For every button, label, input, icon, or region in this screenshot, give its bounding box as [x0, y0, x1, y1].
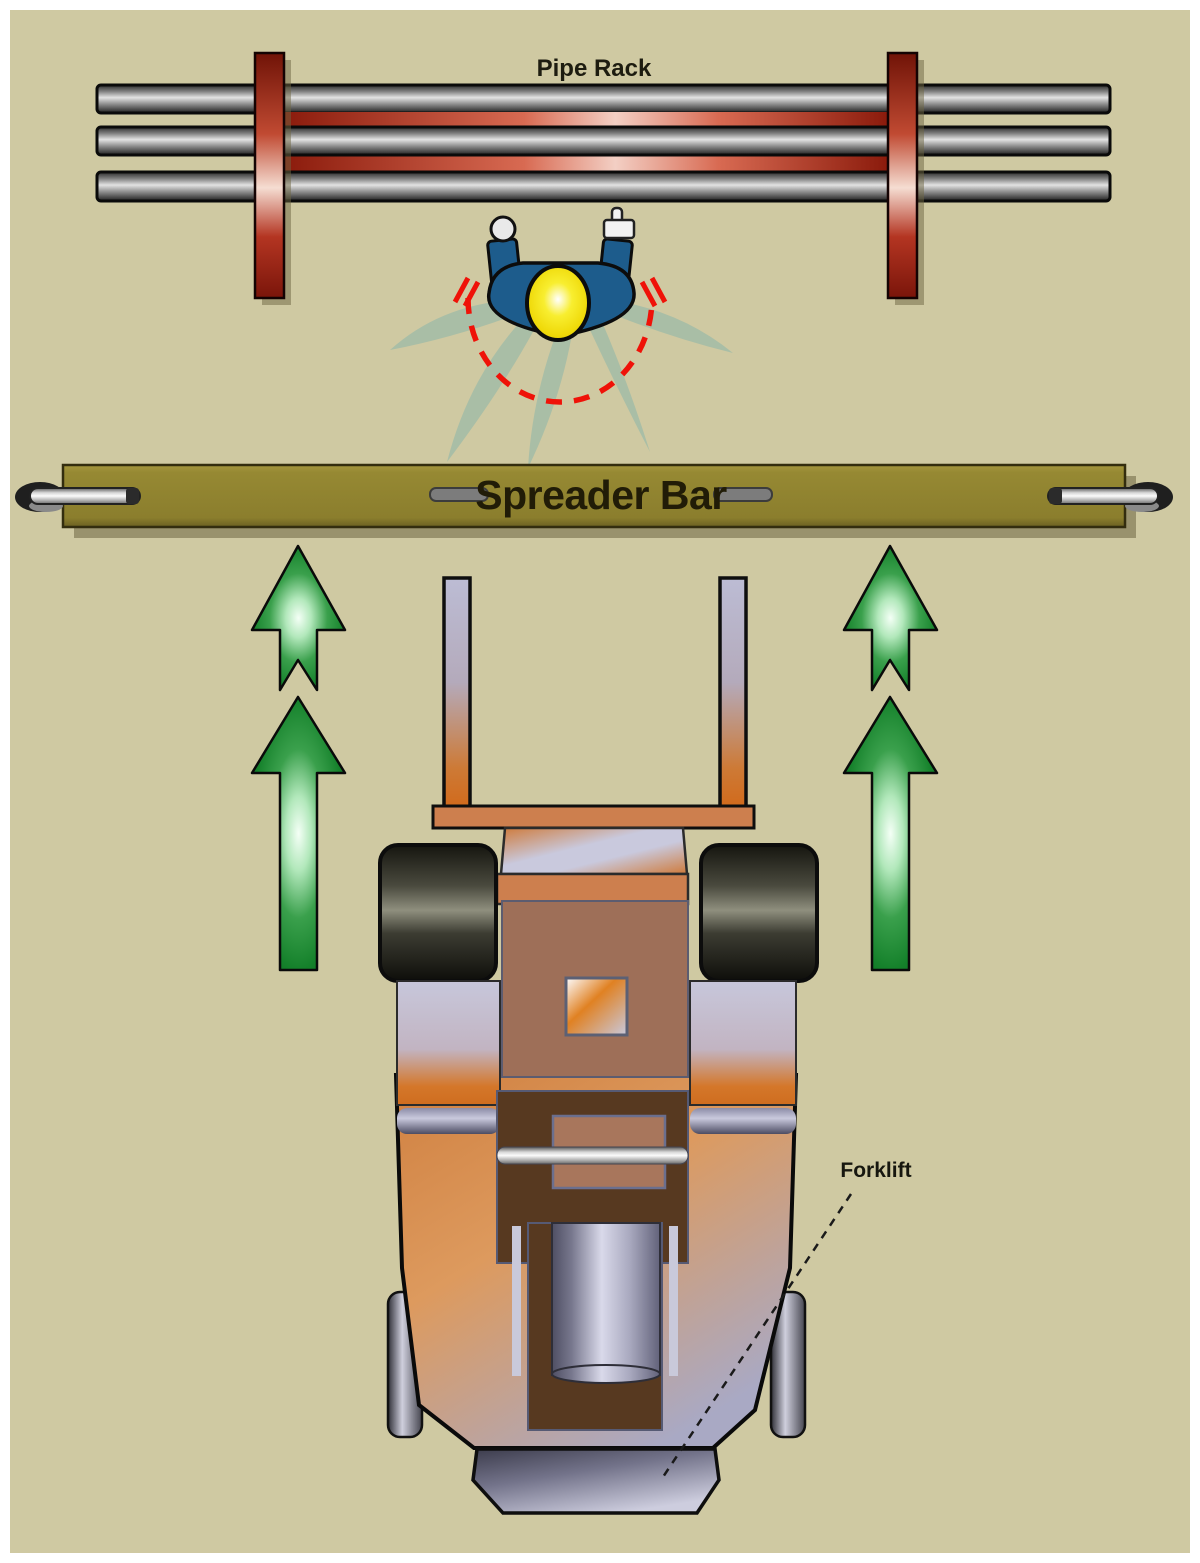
rack-post-left — [253, 51, 286, 300]
pipe-top — [95, 83, 1112, 115]
spreader-bar-body — [61, 463, 1127, 529]
up-arrow-right-top — [842, 544, 939, 692]
sight-ray — [610, 300, 733, 353]
fender-panel-left — [396, 980, 501, 1106]
sight-ray — [390, 300, 512, 350]
rack-post-right — [886, 51, 919, 300]
spreader-bar: Spreader Bar — [15, 463, 1173, 538]
signal-arc-end-ticks — [452, 276, 668, 308]
up-arrow-left-top — [250, 544, 347, 692]
fender-panel-right — [689, 980, 797, 1106]
mast — [499, 826, 689, 876]
hard-hat — [525, 264, 591, 342]
pipe-rack-label: Pipe Rack — [537, 55, 652, 82]
worker-right-hand — [602, 218, 636, 240]
forklift — [378, 576, 819, 1515]
axle-rod — [496, 1146, 689, 1165]
pipe-bottom — [95, 170, 1112, 203]
front-wheel-right — [699, 843, 819, 983]
counterweight — [471, 1447, 721, 1515]
fork-tine-left — [442, 576, 472, 812]
sight-ray — [590, 322, 650, 452]
front-plate — [495, 872, 690, 906]
callout-leader-line — [661, 1193, 853, 1478]
label-dash-right — [713, 487, 773, 502]
fork-carriage — [431, 804, 756, 830]
cab-window — [564, 976, 629, 1037]
engine-cylinder — [551, 1222, 661, 1376]
signal-arc — [465, 297, 655, 405]
side-step-right — [690, 1108, 796, 1134]
rear-wheel-right — [769, 1290, 807, 1439]
worker-left-hand — [489, 215, 517, 243]
forklift-callout: Forklift — [661, 1159, 912, 1478]
pipe-rack: Pipe Rack — [95, 51, 1112, 305]
fork-tine-right — [718, 576, 748, 812]
up-arrow-right-bottom — [842, 695, 939, 972]
pipe-middle — [95, 125, 1112, 157]
sight-ray — [447, 322, 534, 462]
lifting-hook-left — [15, 482, 141, 512]
spreader-bar-label: Spreader Bar — [475, 472, 727, 518]
signal-person — [390, 206, 733, 468]
lifting-hook-right — [1047, 482, 1173, 512]
label-dash-left — [429, 487, 489, 502]
side-step-left — [397, 1108, 500, 1134]
lift-arrows — [250, 544, 939, 972]
front-wheel-left — [378, 843, 498, 983]
up-arrow-left-bottom — [250, 695, 347, 972]
bay-trim-right — [669, 1226, 678, 1376]
bay-trim-left — [512, 1226, 521, 1376]
forklift-label: Forklift — [840, 1159, 911, 1182]
engine-cylinder-cap — [551, 1364, 661, 1384]
